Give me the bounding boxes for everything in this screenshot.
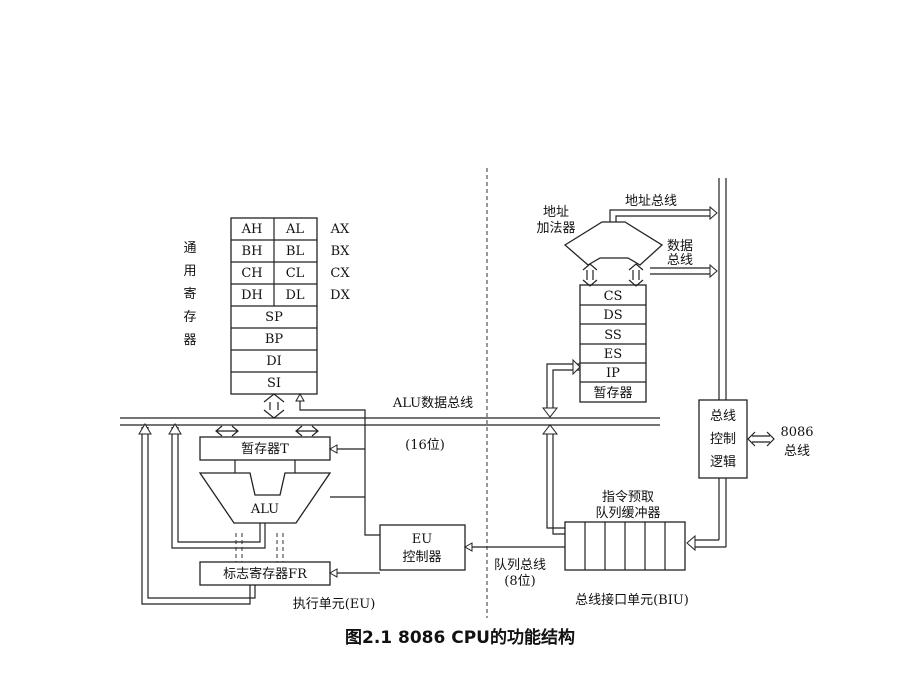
figure-caption: 图2.1 8086 CPU的功能结构 (345, 627, 575, 648)
reg-bp: BP (265, 332, 284, 347)
seg-es: ES (604, 347, 622, 362)
svg-text:逻辑: 逻辑 (710, 455, 736, 470)
adder-label-line2: 加法器 (536, 221, 575, 236)
general-register-label: 通 用 寄 存 器 (183, 241, 196, 348)
reg-ah: AH (241, 222, 263, 237)
seg-temp: 暂存器 (593, 386, 632, 401)
regfile-bus-arrow (263, 393, 285, 419)
seg-ss: SS (604, 328, 622, 343)
reg-dh: DH (241, 288, 263, 303)
address-bus (609, 205, 718, 222)
reg-bl: BL (286, 244, 305, 259)
ext-bus-label-line2: 总线 (784, 444, 810, 459)
reg-ch: CH (241, 266, 262, 281)
bus-control-logic (698, 399, 748, 479)
seg-ds: DS (603, 308, 622, 323)
temp-register-t-label: 暂存器T (241, 442, 289, 457)
reg-di: DI (266, 354, 282, 369)
queue-bus-label: 队列总线 (494, 558, 546, 573)
bus-vertical-lines (686, 178, 727, 552)
temp-register-bus-arrows (215, 425, 319, 437)
alu-bus-label: ALU数据总线 (392, 396, 473, 411)
svg-text:控制: 控制 (710, 432, 736, 447)
alu-label: ALU (250, 502, 279, 517)
flag-register-label: 标志寄存器FR (223, 566, 308, 582)
svg-text:寄: 寄 (183, 286, 196, 302)
adder-segment-arrows (582, 263, 644, 287)
data-bus (650, 263, 718, 279)
svg-text:通: 通 (183, 241, 196, 256)
address-bus-label: 地址总线 (625, 194, 677, 209)
svg-text:EU: EU (412, 532, 432, 547)
reg-dl: DL (285, 288, 304, 303)
ext-bus-label-line1: 8086 (780, 425, 813, 440)
register-file: AH AL BH BL CH CL DH DL SP BP DI SI (230, 217, 318, 395)
external-bus-arrow (747, 431, 775, 447)
reg-dx-label: DX (330, 288, 350, 303)
reg-cl: CL (286, 266, 305, 281)
reg-si: SI (267, 376, 281, 391)
biu-unit-label: 总线接口单元(BIU) (575, 592, 689, 608)
seg-ip: IP (606, 366, 620, 381)
eu-feedback-paths (138, 423, 266, 605)
svg-text:总线: 总线 (710, 409, 736, 424)
reg-cx-label: CX (330, 266, 350, 281)
data-bus-label-line2: 总线 (667, 253, 693, 268)
adder-label-line1: 地址 (543, 205, 569, 220)
seg-cs: CS (604, 289, 623, 304)
alu-data-bus (120, 417, 660, 426)
segment-bus-link (541, 358, 581, 418)
svg-text:控制器: 控制器 (402, 550, 441, 565)
queue-bus-width: (8位) (504, 574, 535, 589)
reg-al: AL (285, 222, 304, 237)
reg-bx-label: BX (331, 244, 351, 259)
svg-text:用: 用 (183, 264, 196, 279)
reg-bh: BH (242, 244, 263, 259)
svg-text:存: 存 (183, 310, 196, 325)
reg-sp: SP (265, 310, 283, 325)
alu-bus-width: (16位) (405, 438, 445, 453)
address-adder (563, 221, 664, 266)
queue-label-line1: 指令预取 (602, 490, 654, 505)
reg-ax-label: AX (330, 222, 350, 237)
queue-to-bus-link (541, 424, 565, 535)
eu-unit-label: 执行单元(EU) (293, 597, 376, 612)
queue-label-line2: 队列缓冲器 (595, 506, 660, 521)
alu-to-si-line (299, 394, 366, 518)
alu-block (198, 472, 332, 524)
data-bus-label-line1: 数据 (667, 239, 693, 254)
svg-text:器: 器 (183, 333, 196, 348)
